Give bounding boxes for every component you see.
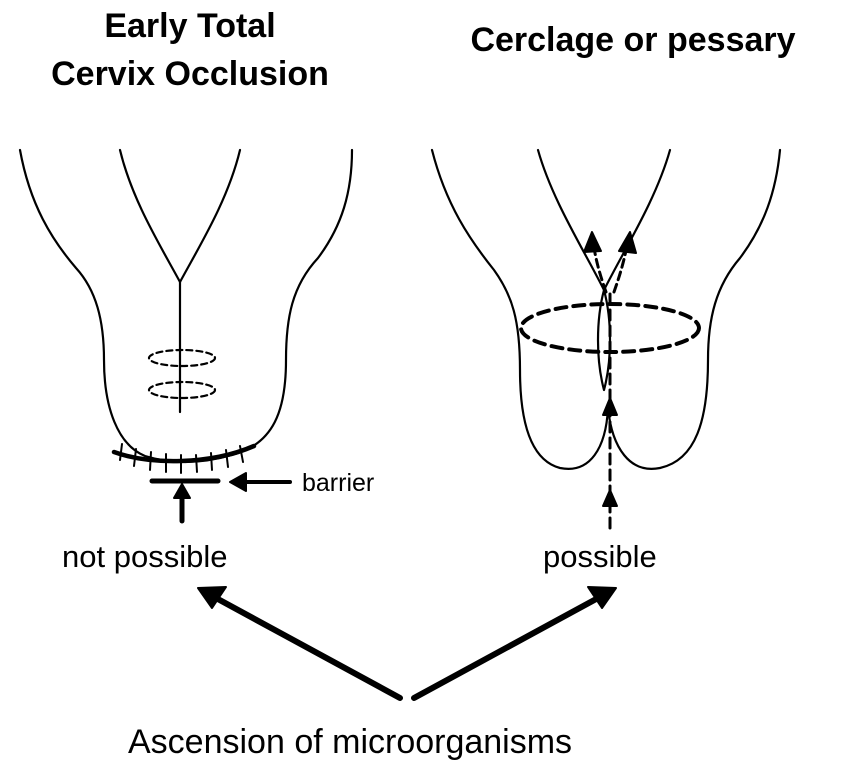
right-ascending-branch-right bbox=[612, 238, 630, 294]
left-title-line1: Early Total bbox=[104, 7, 276, 45]
left-upward-arrowhead bbox=[173, 483, 191, 499]
left-suture-upper bbox=[147, 348, 217, 368]
barrier-pointer-head bbox=[229, 472, 247, 492]
right-cervix-outline-left-lobe bbox=[430, 148, 610, 470]
left-title-line2: Cervix Occlusion bbox=[51, 55, 329, 93]
footer-caption: Ascension of microorganisms bbox=[128, 723, 573, 761]
right-cervical-canal bbox=[536, 148, 672, 292]
arrow-to-possible-shaft bbox=[411, 595, 601, 701]
barrier-label: barrier bbox=[302, 469, 375, 497]
left-suture-lower bbox=[147, 380, 217, 400]
right-outcome-label: possible bbox=[543, 539, 657, 574]
right-arrowhead-right bbox=[618, 231, 637, 254]
arrow-to-not-possible-head bbox=[197, 586, 227, 609]
arrow-to-possible-head bbox=[587, 586, 617, 609]
left-outcome-label: not possible bbox=[62, 539, 228, 574]
arrow-to-not-possible-shaft bbox=[213, 595, 403, 701]
right-title: Cerclage or pessary bbox=[470, 21, 796, 59]
right-arrowhead-bottom bbox=[602, 489, 618, 507]
left-cervical-canal bbox=[118, 148, 242, 284]
left-seam-stitches bbox=[119, 443, 244, 474]
right-arrowhead-left bbox=[583, 231, 602, 253]
right-arrowhead-mid bbox=[602, 397, 618, 416]
left-cervix-outline bbox=[18, 148, 354, 464]
right-ascending-branch-left bbox=[591, 238, 608, 294]
right-cervix-outline-right-lobe bbox=[606, 148, 782, 470]
